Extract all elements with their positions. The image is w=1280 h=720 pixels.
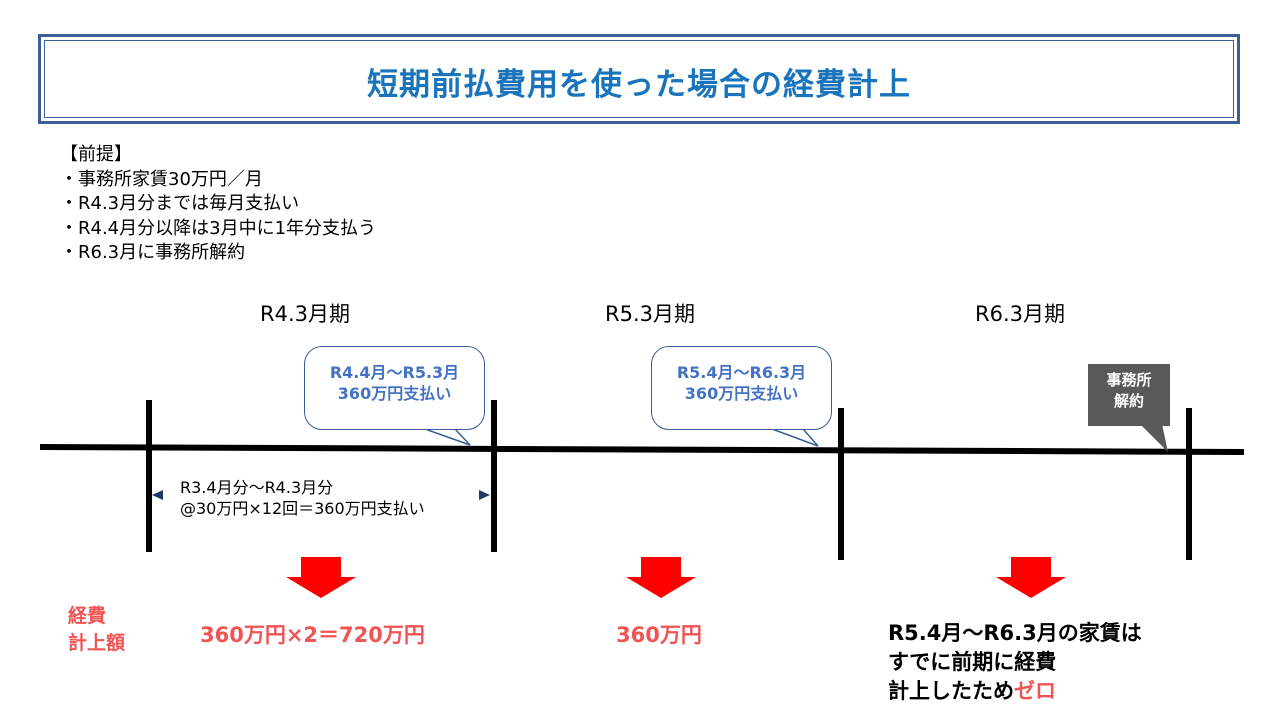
zero-note-line: すでに前期に経費 [888,650,1057,674]
expense-label: 経費 計上額 [68,603,125,657]
down-arrow-red [286,557,356,598]
down-arrow-red [996,557,1066,598]
zero-highlight: ゼロ [1014,679,1056,703]
range-arrow-right [479,490,490,500]
title-box: 短期前払費用を使った場合の経費計上 [38,34,1240,124]
range-note-line: @30万円×12回＝360万円支払い [180,499,425,518]
zero-note-prefix: 計上したため [888,679,1014,703]
callout-line: 360万円支払い [684,384,799,403]
callout-tail [424,428,471,446]
premise-item: ・R4.3月分までは毎月支払い [60,193,300,214]
callout-line: 事務所 [1106,371,1152,389]
premise-heading: 【前提】 [60,144,132,165]
down-arrow-red [626,557,696,598]
termination-callout-tail [1140,424,1168,452]
zero-note-line: R5.4月～R6.3月の家賃は [888,621,1142,645]
period-label-r4: R4.3月期 [260,302,350,326]
premise-item: ・R4.4月分以降は3月中に1年分支払う [60,217,377,239]
callout-line: R4.4月～R5.3月 [329,363,460,382]
range-arrow-left [152,490,163,500]
callout-tail [771,428,819,447]
zero-note-line: 計上したためゼロ [888,677,1142,706]
payment-callout-r5: R4.4月～R5.3月 360万円支払い [304,346,485,430]
premise-item: ・R6.3月に事務所解約 [60,242,246,263]
callout-line: R5.4月～R6.3月 [676,363,807,382]
period-label-r6: R6.3月期 [975,302,1065,326]
expense-label-line: 計上額 [68,632,126,654]
callout-line: 解約 [1113,392,1144,410]
payment-callout-r6: R5.4月～R6.3月 360万円支払い [651,346,832,430]
premise-item: ・事務所家賃30万円／月 [60,168,263,190]
timeline-line [39,444,1245,455]
callout-line: 360万円支払い [337,384,452,403]
range-note: R3.4月分～R4.3月分 @30万円×12回＝360万円支払い [180,477,425,519]
amount-r5: 360万円 [616,623,702,647]
expense-label-line: 経費 [68,605,107,627]
premise-block: 【前提】 ・事務所家賃30万円／月 ・R4.3月分までは毎月支払い ・R4.4月… [60,143,376,266]
amount-r4: 360万円×2＝720万円 [200,623,425,647]
period-label-r5: R5.3月期 [605,302,695,326]
range-note-line: R3.4月分～R4.3月分 [180,478,334,497]
zero-note: R5.4月～R6.3月の家賃は すでに前期に経費 計上したためゼロ [888,619,1142,706]
termination-callout: 事務所 解約 [1088,364,1170,426]
